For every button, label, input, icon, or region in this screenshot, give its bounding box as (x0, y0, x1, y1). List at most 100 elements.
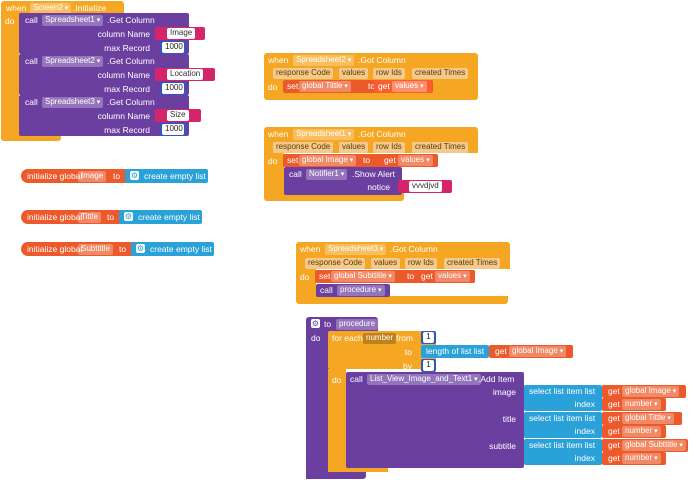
number-block[interactable]: 1 (421, 331, 436, 344)
get-variable-dropdown[interactable]: global Tittle (622, 413, 674, 424)
notice-text-value[interactable]: vvvdjvd (409, 181, 442, 192)
got-column-event-3-footer (296, 296, 508, 304)
call-procedure-block[interactable]: call procedure (316, 284, 390, 297)
get-index-dropdown[interactable]: number (622, 426, 661, 437)
procedure-dropdown[interactable]: procedure (337, 285, 385, 296)
for-each-block[interactable] (328, 331, 436, 369)
to-label: to (107, 212, 115, 222)
get-variable-dropdown[interactable]: values (398, 155, 433, 166)
get-variable-dropdown[interactable]: values (435, 271, 470, 282)
get-variable-dropdown[interactable]: global Image (509, 346, 567, 357)
get-variable-dropdown[interactable]: global Subttitle (622, 440, 686, 451)
create-empty-list-block[interactable]: ⚙ create empty list (131, 242, 214, 256)
gear-icon[interactable]: ⚙ (311, 319, 320, 328)
get-block[interactable]: get global Image (602, 385, 686, 398)
param-response-code[interactable]: response Code (273, 68, 334, 79)
global-var-tittle[interactable]: initialize global Tittle to (21, 210, 121, 224)
do-label: do (311, 333, 321, 343)
variable-dropdown[interactable]: global Tittle (299, 81, 351, 92)
get-block[interactable]: get global Subttitle (602, 439, 688, 452)
from-value[interactable]: 1 (423, 332, 434, 343)
component-dropdown[interactable]: Spreadsheet3 (325, 244, 387, 255)
number-block[interactable]: 1000 (160, 123, 186, 136)
loop-variable-field[interactable]: number (363, 333, 397, 344)
get-block[interactable]: get values (417, 270, 475, 283)
number-block[interactable]: 1 (421, 359, 436, 372)
param-response-code[interactable]: response Code (305, 258, 366, 269)
component-dropdown[interactable]: Spreadsheet1 (293, 129, 355, 140)
add-item-call[interactable] (346, 372, 524, 468)
param-created-times[interactable]: created Times (412, 142, 469, 153)
get-block[interactable]: get values (380, 154, 438, 167)
gear-icon[interactable]: ⚙ (130, 171, 139, 180)
call-label: call (350, 374, 363, 384)
get-block[interactable]: get number (602, 398, 666, 411)
get-block[interactable]: get number (602, 425, 666, 438)
procedure-definition-block[interactable] (306, 317, 378, 331)
param-response-code[interactable]: response Code (273, 142, 334, 153)
number-value[interactable]: 1000 (162, 42, 184, 53)
component-dropdown-spreadsheet3[interactable]: Spreadsheet3 (42, 97, 104, 108)
text-block[interactable]: vvvdjvd (398, 180, 452, 193)
text-block[interactable]: Image (155, 27, 205, 40)
procedure-body-left (306, 331, 331, 479)
call-label: call (25, 15, 38, 25)
number-block[interactable]: 1000 (160, 82, 186, 95)
param-row-ids[interactable]: row Ids (373, 68, 405, 79)
get-variable-dropdown[interactable]: global Image (622, 386, 680, 397)
to-label: to (119, 244, 127, 254)
param-created-times[interactable]: created Times (412, 68, 469, 79)
procedure-name-field[interactable]: procedure (336, 319, 379, 330)
create-empty-list-block[interactable]: ⚙ create empty list (119, 210, 202, 224)
param-row-ids[interactable]: row Ids (405, 258, 437, 269)
by-value[interactable]: 1 (423, 360, 434, 371)
text-value-image[interactable]: Image (167, 28, 196, 39)
initialize-event-block[interactable]: when Screen2 .Initialize (1, 1, 124, 15)
to-label: to (113, 171, 121, 181)
global-var-image[interactable]: initialize global Image to (21, 169, 127, 183)
method-label: .Show Alert (352, 169, 395, 179)
global-name-field[interactable]: Subttitle (78, 244, 113, 255)
show-alert-call[interactable]: call Notifier1 .Show Alert notice (284, 167, 402, 195)
gear-icon[interactable]: ⚙ (124, 212, 133, 221)
component-dropdown-spreadsheet1[interactable]: Spreadsheet1 (42, 15, 104, 26)
text-value-location[interactable]: Location (167, 69, 204, 80)
get-block[interactable]: get values (374, 80, 432, 93)
param-created-times[interactable]: created Times (444, 258, 501, 269)
component-dropdown-spreadsheet2[interactable]: Spreadsheet2 (42, 56, 104, 67)
param-row-ids[interactable]: row Ids (373, 142, 405, 153)
procedure-footer (306, 470, 366, 479)
number-block[interactable]: 1000 (160, 41, 186, 54)
get-index-dropdown[interactable]: number (622, 453, 661, 464)
get-variable-dropdown[interactable]: values (392, 81, 427, 92)
get-block[interactable]: get global Tittle (602, 412, 682, 425)
select-list-item-block[interactable]: select list item list index (524, 385, 602, 411)
text-value-size[interactable]: Size (167, 110, 189, 121)
number-value[interactable]: 1000 (162, 83, 184, 94)
get-block[interactable]: get number (602, 452, 666, 465)
set-label: set (319, 271, 331, 281)
gear-icon[interactable]: ⚙ (136, 244, 145, 253)
select-list-item-block[interactable]: select list item list index (524, 439, 602, 465)
select-list-item-block[interactable]: select list item list index (524, 412, 602, 438)
global-name-field[interactable]: Tittle (78, 212, 102, 223)
list-view-dropdown[interactable]: List_View_Image_and_Text1 (367, 374, 481, 385)
length-of-list-block[interactable]: length of list list (421, 345, 489, 358)
global-var-subttitle[interactable]: initialize global Subttitle to (21, 242, 133, 256)
component-dropdown[interactable]: Spreadsheet2 (293, 55, 355, 66)
variable-dropdown[interactable]: global Subttitle (331, 271, 395, 282)
global-name-field[interactable]: Image (78, 171, 107, 182)
text-block[interactable]: Location (155, 68, 215, 81)
get-index-dropdown[interactable]: number (622, 399, 661, 410)
event-label: .Got Column (390, 244, 438, 254)
param-values[interactable]: values (339, 142, 369, 153)
get-block[interactable]: get global Image (489, 345, 573, 358)
notifier-dropdown[interactable]: Notifier1 (306, 169, 348, 180)
param-values[interactable]: values (371, 258, 401, 269)
screen-dropdown[interactable]: Screen2 (30, 3, 72, 14)
number-value[interactable]: 1000 (162, 124, 184, 135)
create-empty-list-block[interactable]: ⚙ create empty list (125, 169, 208, 183)
variable-dropdown[interactable]: global Image (299, 155, 357, 166)
text-block[interactable]: Size (155, 109, 201, 122)
param-values[interactable]: values (339, 68, 369, 79)
